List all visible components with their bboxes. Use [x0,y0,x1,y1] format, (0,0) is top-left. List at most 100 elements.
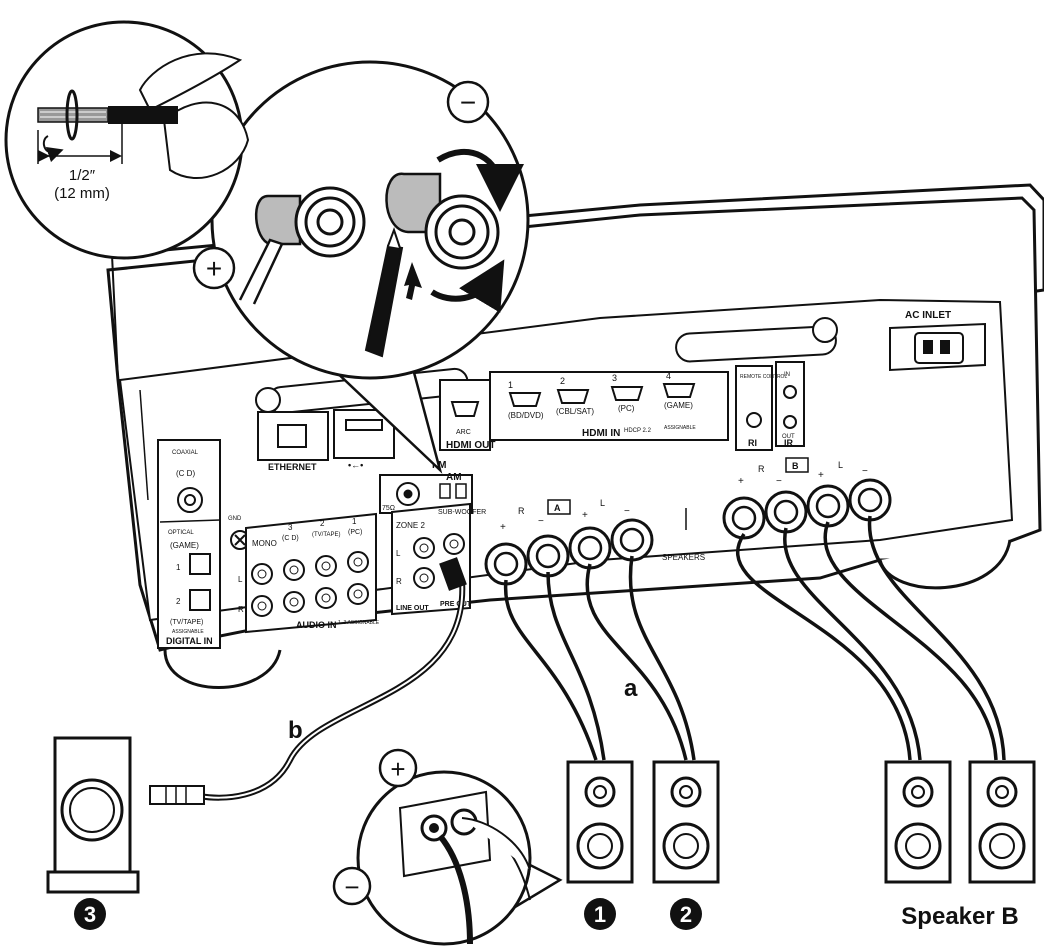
plus-badge: + [192,246,236,290]
svg-text:+: + [500,522,506,533]
cable-label-b: b [288,717,303,744]
svg-text:(CBL/SAT): (CBL/SAT) [556,407,594,416]
svg-text:L: L [238,575,243,584]
ac-inlet: AC INLET [889,310,986,372]
audio-in-block: MONO 3 (C D) 2 (TV/TAPE) 1 (PC) L R AUDI… [238,512,380,634]
subwoofer-cable [149,557,467,805]
svg-text:IR: IR [784,438,794,448]
svg-text:(12 mm): (12 mm) [54,185,110,202]
svg-text:OUT: OUT [782,434,795,440]
svg-text:3: 3 [288,523,293,532]
rca-plug [149,785,205,805]
speaker-b-right [968,760,1036,884]
svg-text:SUB-WOOFER: SUB-WOOFER [438,509,486,516]
svg-text:+: + [206,253,222,284]
terminal-magnifier: + − [192,60,530,474]
svg-text:1: 1 [176,563,181,572]
svg-text:−: − [344,872,359,902]
svg-text:(GAME): (GAME) [170,541,199,550]
svg-text:1/2″: 1/2″ [69,167,96,184]
gnd-terminal: GND [228,516,250,550]
speaker-b-left [884,760,952,884]
svg-text:LINE OUT: LINE OUT [396,605,429,612]
badge-3: 3 [74,898,106,930]
digital-in-block: COAXIAL (C D) OPTICAL (GAME) 1 2 (TV/TAP… [157,439,221,649]
svg-text:HDCP 2.2: HDCP 2.2 [624,428,652,434]
svg-text:(GAME): (GAME) [664,401,693,410]
svg-text:AUDIO IN: AUDIO IN [296,620,337,630]
tighten-arrow-icon [436,148,524,212]
svg-text:−: − [862,466,868,477]
svg-text:1: 1 [508,380,513,390]
svg-text:PRE OUT: PRE OUT [440,601,472,608]
svg-text:MONO: MONO [252,539,277,548]
rca-magnifier: + − [332,748,563,946]
optical-2-port [189,589,211,611]
hdmi-in-1-port [508,392,542,407]
speaker-2 [652,760,720,884]
svg-text:(C D): (C D) [176,469,195,478]
cable-label-a: a [624,675,638,702]
optical-1-port [189,553,211,575]
speaker-b-label: Speaker B [901,903,1018,930]
svg-text:GND: GND [228,516,242,522]
svg-text:−: − [624,506,630,517]
svg-text:HDMI OUT: HDMI OUT [446,440,495,451]
svg-text:2: 2 [680,902,692,927]
svg-text:+: + [390,754,405,784]
svg-text:1: 1 [352,517,357,526]
svg-text:(C D): (C D) [282,535,299,542]
svg-text:(BD/DVD): (BD/DVD) [508,411,544,420]
svg-text:R: R [396,577,402,586]
svg-text:(PC): (PC) [618,404,635,413]
svg-text:2: 2 [320,519,325,528]
svg-text:IN: IN [784,372,790,378]
svg-text:ETHERNET: ETHERNET [268,462,317,472]
insert-arrow-icon [404,262,422,300]
badge-2: 2 [670,898,702,930]
svg-text:COAXIAL: COAXIAL [172,450,199,456]
svg-text:DIGITAL IN: DIGITAL IN [166,636,213,646]
plus-terminal [238,186,366,305]
svg-text:L: L [396,549,401,558]
svg-text:75Ω: 75Ω [382,505,395,512]
svg-text:OPTICAL: OPTICAL [168,530,194,536]
svg-text:−: − [538,516,544,527]
svg-text:1: 1 [594,902,606,927]
svg-text:(TV/TAPE): (TV/TAPE) [170,619,203,626]
minus-badge: − [446,80,490,124]
speakers-b-terminals: + R − B + L − [722,457,892,540]
svg-text:R: R [518,506,525,516]
loosen-arrow-icon [430,259,505,313]
svg-text:−: − [460,87,476,118]
svg-text:REMOTE CONTROL: REMOTE CONTROL [740,374,787,380]
svg-text:R: R [758,464,765,474]
svg-text:+: + [738,476,744,487]
subwoofer [46,736,140,894]
svg-text:HDMI IN: HDMI IN [582,428,620,439]
svg-text:1–3 ASSIGNABLE: 1–3 ASSIGNABLE [338,620,380,626]
svg-text:+: + [582,510,588,521]
wire-strip-magnifier: 1/2″ (12 mm) [4,20,250,260]
receiver-foot-left [163,649,282,689]
svg-text:3: 3 [84,902,96,927]
network-block: ETHERNET •←• [257,409,395,472]
svg-text:(TV/TAPE): (TV/TAPE) [312,532,341,538]
svg-text:ZONE 2: ZONE 2 [396,521,425,530]
hdmi-out-port [450,401,480,417]
hdmi-block: ARC HDMI OUT 1 (BD/DVD) 2 (CBL/SAT) 3 (P… [439,371,729,451]
svg-text:SPEAKERS: SPEAKERS [662,553,705,562]
svg-text:AC INLET: AC INLET [905,310,951,321]
svg-text:R: R [238,605,244,614]
speakers-a-terminals: + R − A + L − SPEAKERS [484,498,705,586]
usb-port [333,409,395,459]
svg-text:2: 2 [560,376,565,386]
svg-text:L: L [600,498,605,508]
svg-text:ASSIGNABLE: ASSIGNABLE [172,629,204,635]
svg-text:4: 4 [666,371,671,381]
svg-text:ASSIGNABLE: ASSIGNABLE [664,425,696,431]
hdmi-in-2-port [556,389,590,404]
svg-text:L: L [838,460,843,470]
